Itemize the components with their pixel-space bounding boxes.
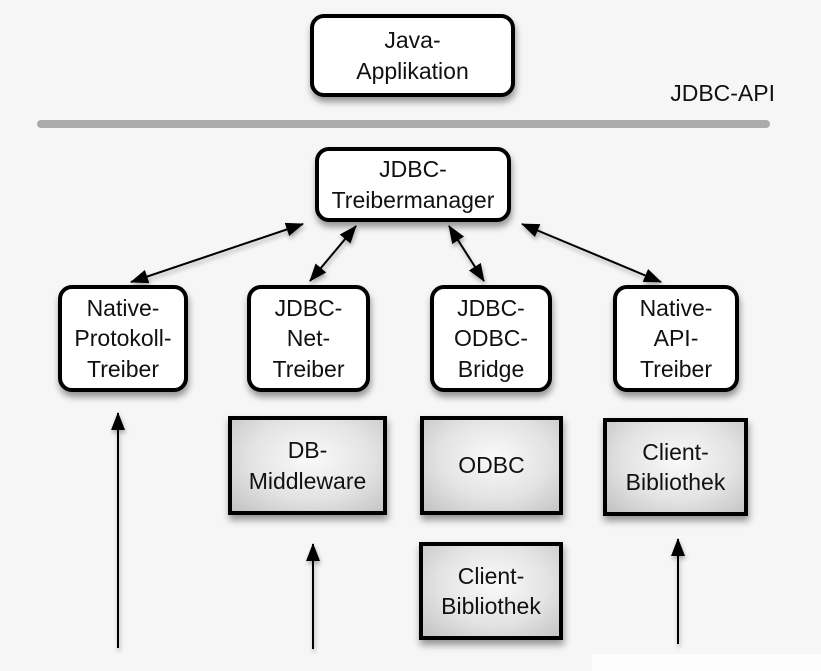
- bottom-right-highlight: [592, 654, 821, 671]
- box-label-line: JDBC-: [457, 294, 525, 321]
- box-label-line: JDBC-: [274, 294, 343, 321]
- double-arrow-manager-jdbc-odbc: [448, 225, 485, 282]
- box-native-protokoll-treiber: Native- Protokoll- Treiber: [58, 285, 188, 392]
- box-label-line: Middleware: [248, 467, 367, 494]
- double-arrow-manager-native-api: [521, 223, 662, 283]
- box-label-line: Treiber: [272, 355, 345, 382]
- box-label-line: Treiber: [87, 355, 159, 382]
- box-client-bibliothek-mitte: Client- Bibliothek: [419, 542, 563, 640]
- box-label-line: JDBC-: [379, 156, 447, 183]
- box-client-bibliothek-rechts: Client- Bibliothek: [603, 418, 748, 516]
- box-label-line: Bibliothek: [625, 469, 726, 495]
- double-arrow-manager-jdbc-net: [309, 225, 357, 282]
- box-jdbc-treibermanager: JDBC- Treibermanager: [315, 147, 511, 222]
- box-odbc: ODBC: [420, 416, 563, 515]
- box-label-line: Bridge: [457, 355, 525, 382]
- box-label-line: Protokoll-: [74, 325, 172, 352]
- box-label-line: ODBC-: [453, 325, 529, 352]
- jdbc-api-divider-line: [37, 120, 770, 128]
- jdbc-api-label: JDBC-API: [670, 80, 775, 106]
- box-jdbc-odbc-bridge: JDBC- ODBC- Bridge: [430, 285, 552, 392]
- box-label-line: API-: [653, 325, 699, 352]
- box-label-line: Java-: [384, 27, 441, 54]
- box-label-line: Net-: [286, 325, 331, 352]
- box-label-line: Client-: [457, 562, 525, 589]
- box-jdbc-net-treiber: JDBC- Net- Treiber: [247, 285, 370, 392]
- box-java-applikation: Java- Applikation: [310, 14, 515, 97]
- box-label-line: Native-: [86, 294, 160, 321]
- box-label-line: ODBC: [458, 452, 525, 479]
- box-label-line: Native-: [639, 294, 713, 321]
- box-label-line: Applikation: [356, 57, 469, 84]
- box-label-line: DB-: [287, 437, 328, 464]
- box-db-middleware: DB- Middleware: [228, 416, 387, 515]
- box-label-line: Client-: [642, 438, 709, 465]
- box-native-api-treiber: Native- API- Treiber: [613, 285, 739, 392]
- double-arrow-manager-native-protokoll: [130, 222, 304, 284]
- box-label-line: Treiber: [640, 355, 712, 382]
- box-label-line: Bibliothek: [441, 593, 541, 619]
- box-label-line: Treibermanager: [331, 186, 495, 213]
